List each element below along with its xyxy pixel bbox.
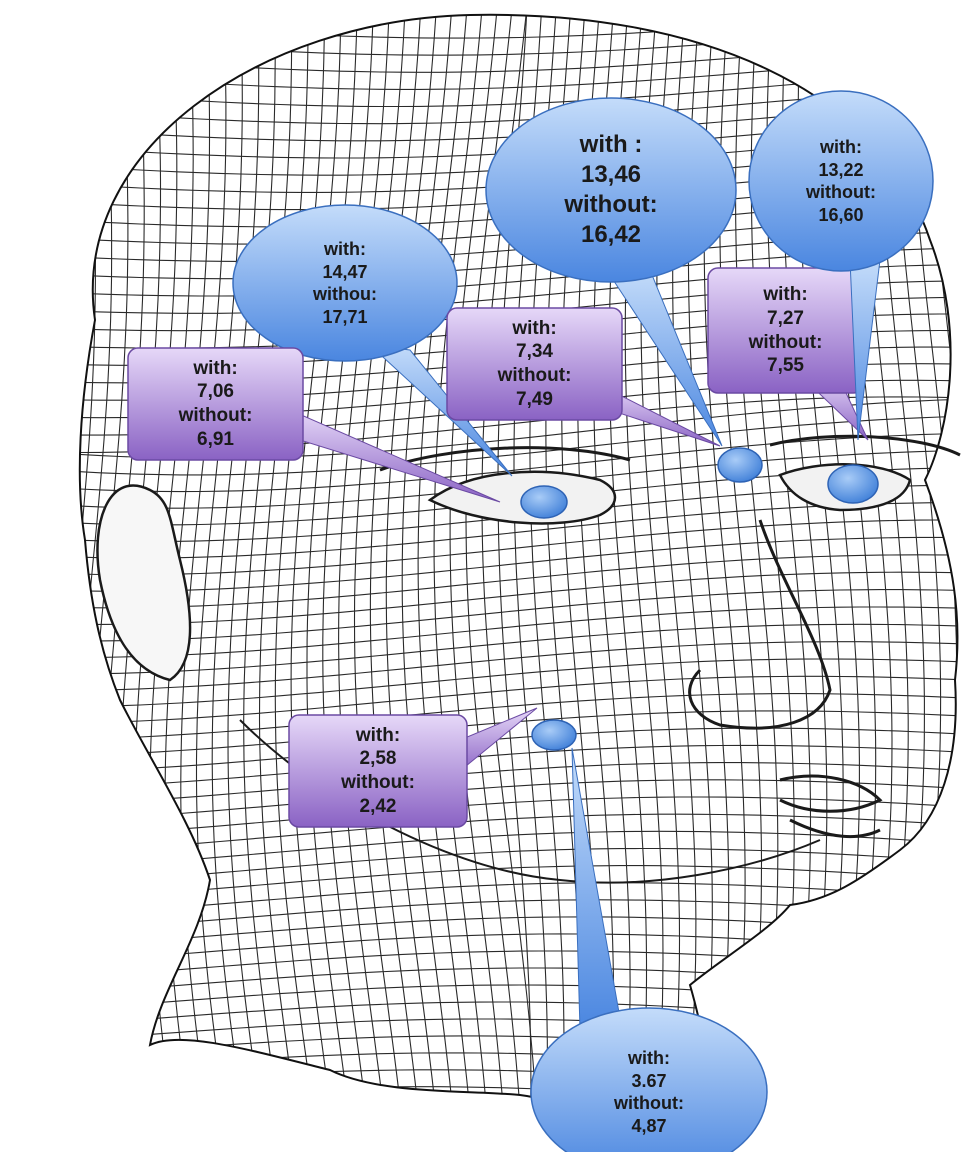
left-eye-outer-box-text: with:7,06without:6,91 — [128, 348, 303, 460]
callout-line: 4,87 — [631, 1115, 666, 1138]
callout-line: 16,60 — [818, 204, 863, 227]
callout-line: with : — [580, 130, 643, 160]
neck-box-text: with:2,58without:2,42 — [289, 715, 467, 827]
callout-line: 6,91 — [197, 428, 234, 452]
callout-line: with: — [193, 357, 237, 381]
callout-line: 2,42 — [360, 795, 397, 819]
right-eye-oval-text: with:13,22without:16,60 — [749, 91, 933, 271]
callout-line: with: — [512, 317, 556, 341]
callout-line: 13,22 — [818, 159, 863, 182]
left-eye-inner-box-text: with:7,34without:7,49 — [447, 308, 622, 420]
callout-line: 2,58 — [360, 747, 397, 771]
callout-line: 16,42 — [581, 220, 641, 250]
callout-line: 7,49 — [516, 388, 553, 412]
right-eye-box-text: with:7,27without:7,55 — [708, 268, 863, 393]
callout-line: 7,55 — [767, 354, 804, 378]
callout-line: 14,47 — [322, 261, 367, 284]
callout-line: without: — [806, 181, 876, 204]
callout-line: 7,06 — [197, 380, 234, 404]
head-mesh-diagram: with:14,47withou:17,71with:7,06without:6… — [0, 0, 978, 1152]
marker-glabella — [718, 448, 762, 482]
callout-line: with: — [820, 136, 862, 159]
callout-line: without: — [498, 364, 572, 388]
callout-line: with: — [356, 724, 400, 748]
callout-line: with: — [763, 283, 807, 307]
callout-line: with: — [324, 238, 366, 261]
marker-left-eye — [521, 486, 567, 518]
callout-line: without: — [341, 771, 415, 795]
callout-line: without: — [749, 331, 823, 355]
callout-line: 7,34 — [516, 340, 553, 364]
callout-line: 13,46 — [581, 160, 641, 190]
callout-line: without: — [614, 1092, 684, 1115]
callout-line: 7,27 — [767, 307, 804, 331]
callout-line: 3.67 — [631, 1070, 666, 1093]
callout-line: without: — [564, 190, 657, 220]
marker-neck — [532, 720, 576, 750]
callout-line: with: — [628, 1047, 670, 1070]
callout-line: 17,71 — [322, 306, 367, 329]
neck-oval-text: with:3.67without:4,87 — [531, 1008, 767, 1176]
marker-right-eye — [828, 465, 878, 503]
callout-line: without: — [179, 404, 253, 428]
callout-line: withou: — [313, 283, 377, 306]
left-eye-outer-oval-text: with:14,47withou:17,71 — [233, 205, 457, 361]
glabella-oval-text: with :13,46without:16,42 — [486, 98, 736, 282]
